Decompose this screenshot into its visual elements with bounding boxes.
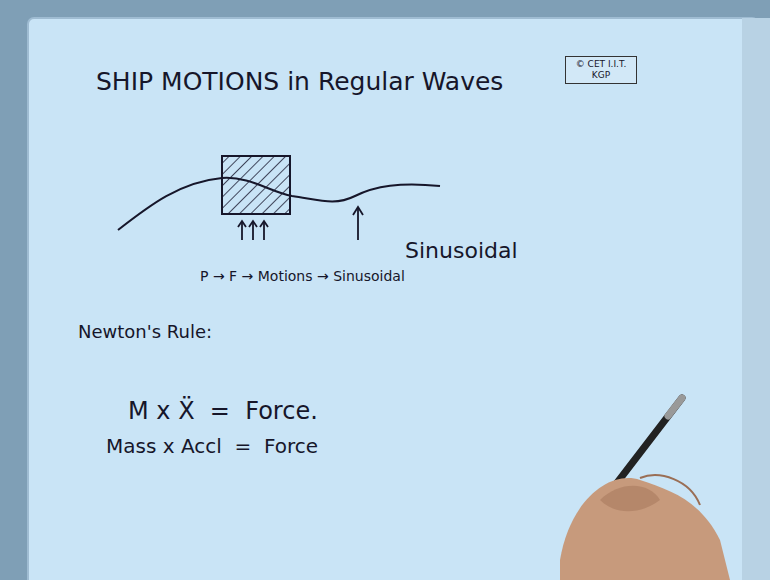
ship-box: [222, 156, 290, 214]
pressure-arrows: [238, 207, 363, 240]
hand-with-pen: [560, 398, 730, 580]
cause-chain-note: P → F → Motions → Sinusoidal: [200, 268, 405, 284]
rule-heading: Newton's Rule:: [78, 322, 212, 343]
equation: M x Ẍ = Force.: [128, 398, 318, 426]
wave-note: Sinusoidal: [405, 238, 518, 263]
equation-words: Mass x Accl = Force: [106, 435, 318, 458]
logo-text: © CET I.I.T. KGP: [570, 59, 632, 81]
logo-box: © CET I.I.T. KGP: [565, 56, 637, 84]
page-title: SHIP MOTIONS in Regular Waves: [96, 68, 503, 97]
